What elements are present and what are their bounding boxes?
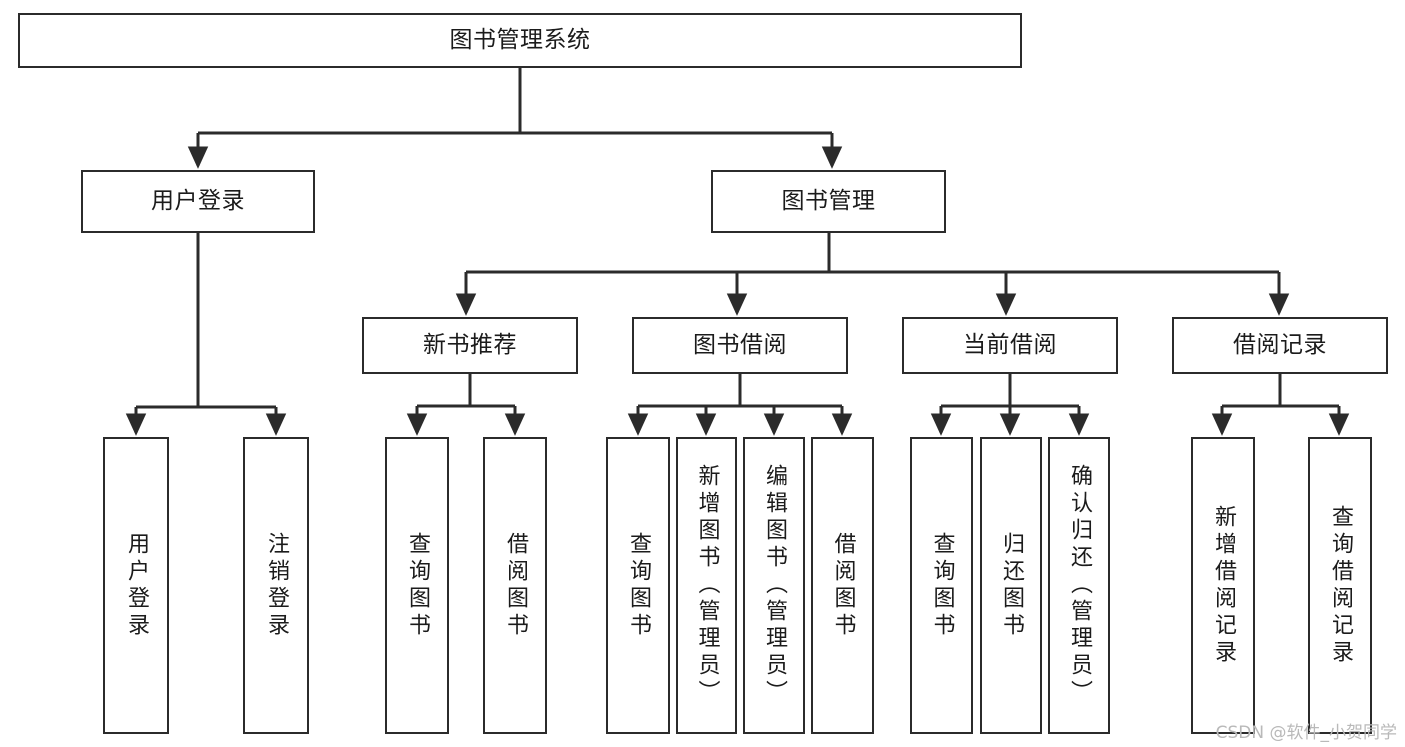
node-borrow-record[interactable]: 借阅记录 xyxy=(1172,317,1388,374)
node-label: 确认归还（管理员） xyxy=(1067,464,1092,707)
node-label: 归还图书 xyxy=(999,532,1024,640)
node-label: 用户登录 xyxy=(124,532,149,640)
node-current-borrow[interactable]: 当前借阅 xyxy=(902,317,1118,374)
node-user-login[interactable]: 用户登录 xyxy=(81,170,315,233)
leaf-user-login-login[interactable]: 用户登录 xyxy=(103,437,169,734)
node-root-book-management-system[interactable]: 图书管理系统 xyxy=(18,13,1022,68)
node-book-borrow[interactable]: 图书借阅 xyxy=(632,317,848,374)
node-label: 新增图书（管理员） xyxy=(694,464,720,707)
node-label: 借阅记录 xyxy=(1233,331,1327,358)
node-label: 用户登录 xyxy=(151,187,245,214)
node-label: 新书推荐 xyxy=(423,331,517,358)
leaf-book-borrow-edit-book-admin[interactable]: 编辑图书（管理员） xyxy=(743,437,805,734)
node-label: 图书借阅 xyxy=(693,331,787,358)
node-label: 图书管理 xyxy=(781,187,876,214)
leaf-borrow-record-add-record[interactable]: 新增借阅记录 xyxy=(1191,437,1255,734)
node-label: 当前借阅 xyxy=(963,331,1057,358)
node-label: 查询图书 xyxy=(929,532,955,640)
leaf-new-book-borrow-book[interactable]: 借阅图书 xyxy=(483,437,547,734)
node-label: 注销登录 xyxy=(264,532,289,640)
leaf-current-borrow-confirm-return-admin[interactable]: 确认归还（管理员） xyxy=(1048,437,1110,734)
node-label: 查询图书 xyxy=(405,532,430,640)
watermark-text: CSDN @软件_小贺同学 xyxy=(1215,723,1397,743)
leaf-new-book-query-book[interactable]: 查询图书 xyxy=(385,437,449,734)
node-book-management[interactable]: 图书管理 xyxy=(711,170,946,233)
leaf-book-borrow-query-book[interactable]: 查询图书 xyxy=(606,437,670,734)
node-label: 借阅图书 xyxy=(503,532,528,640)
node-label: 图书管理系统 xyxy=(449,26,591,53)
node-label: 编辑图书（管理员） xyxy=(762,464,787,707)
node-label: 查询借阅记录 xyxy=(1328,505,1353,667)
node-new-book-recommend[interactable]: 新书推荐 xyxy=(362,317,578,374)
node-label: 查询图书 xyxy=(626,532,651,640)
leaf-current-borrow-return-book[interactable]: 归还图书 xyxy=(980,437,1042,734)
leaf-borrow-record-query-record[interactable]: 查询借阅记录 xyxy=(1308,437,1372,734)
node-label: 借阅图书 xyxy=(830,532,856,640)
leaf-book-borrow-borrow-book[interactable]: 借阅图书 xyxy=(811,437,874,734)
leaf-book-borrow-add-book-admin[interactable]: 新增图书（管理员） xyxy=(676,437,737,734)
leaf-current-borrow-query-book[interactable]: 查询图书 xyxy=(910,437,973,734)
node-label: 新增借阅记录 xyxy=(1211,505,1236,667)
leaf-user-login-logout[interactable]: 注销登录 xyxy=(243,437,309,734)
